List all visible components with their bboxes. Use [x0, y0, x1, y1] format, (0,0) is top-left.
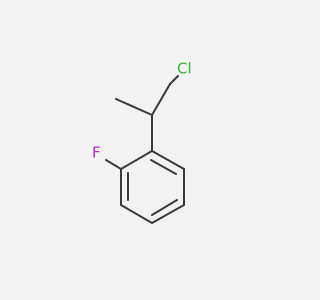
bond-ring-f — [105, 159, 122, 170]
ring-double-bond-a — [150, 159, 177, 175]
bond-ch-methyl — [115, 98, 153, 116]
molecule-diagram: Cl F — [92, 60, 192, 224]
bond-ch-ch2 — [151, 83, 171, 116]
ring-double-bond-b — [151, 199, 178, 216]
bond-ch2-cl — [169, 75, 179, 85]
ring-bond-3-4 — [151, 204, 185, 224]
structure-canvas: Cl F — [92, 59, 192, 224]
atom-label-chlorine: Cl — [177, 60, 192, 78]
ring-bond-6-1 — [120, 150, 153, 170]
ring-bond-4-5 — [120, 204, 153, 224]
ring-bond-1-2 — [151, 150, 185, 170]
atom-label-fluorine: F — [92, 144, 101, 162]
